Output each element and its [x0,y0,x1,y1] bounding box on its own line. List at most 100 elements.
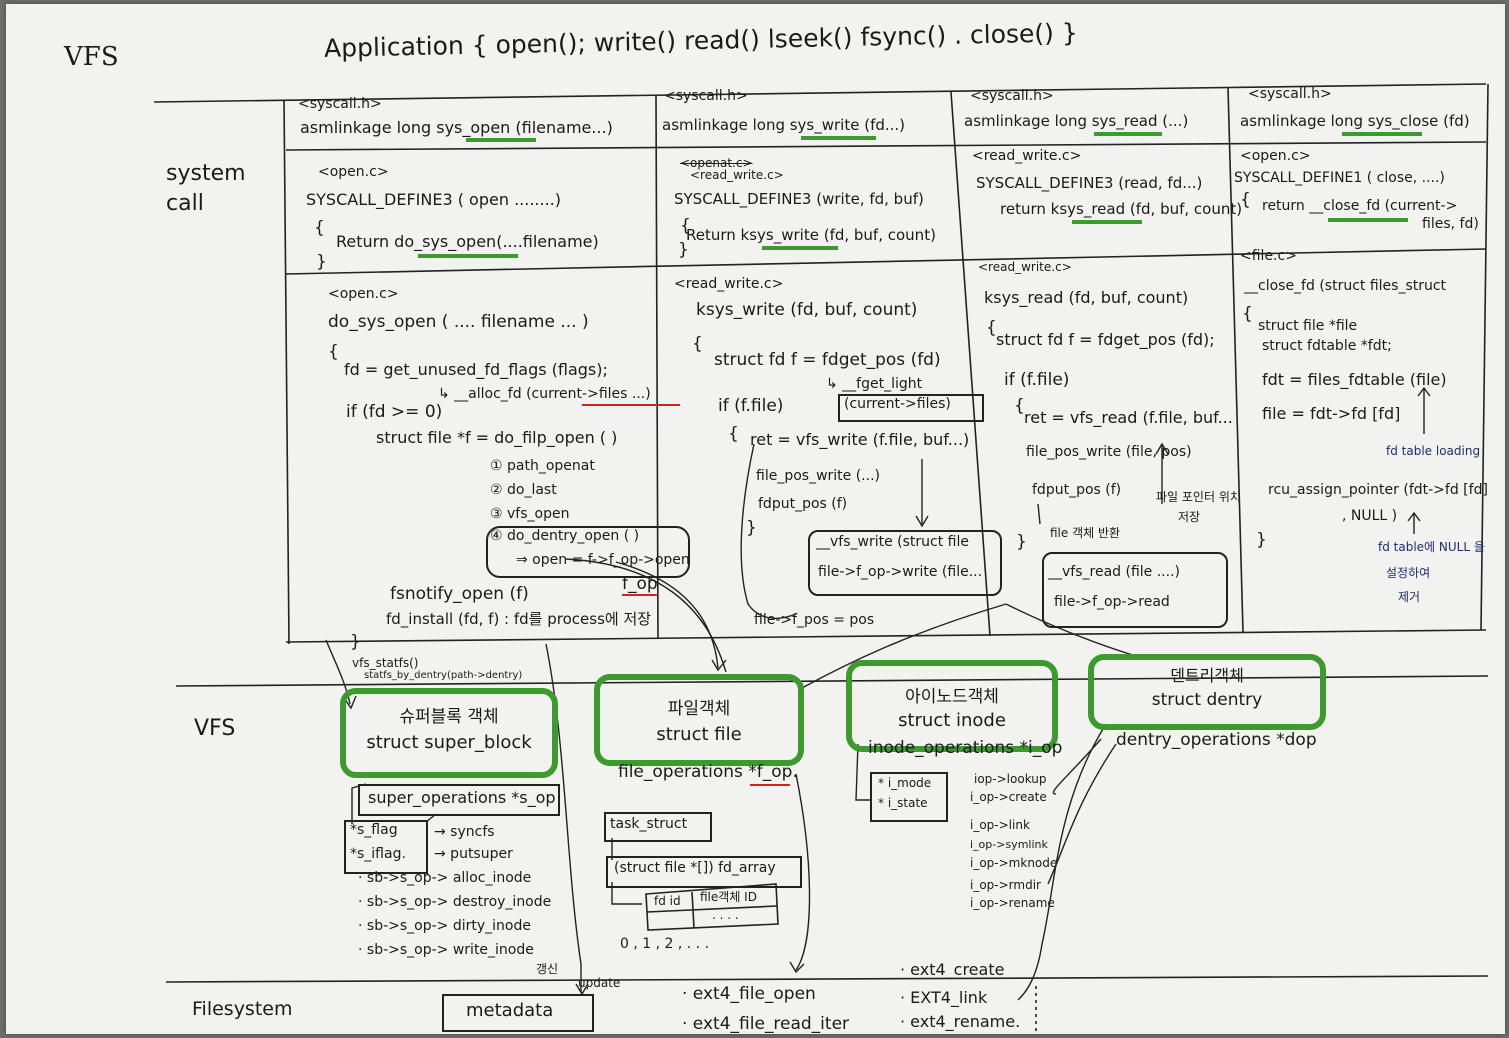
sb-alloc-inode: · sb->s_op-> alloc_inode [358,870,532,886]
task-struct: task_struct [610,816,688,832]
r2c2-l1: SYSCALL_DEFINE3 (write, fd, buf) [674,190,924,208]
r3c1-l7: fd_install (fd, f) : fd를 process에 저장 [386,610,652,628]
dentry-object: 덴트리객체 struct dentry [1088,654,1326,730]
iop-rename: i_op->rename [970,896,1055,910]
inode-object-kr: 아이노드객체 [905,687,999,707]
r3c2-l7: file_pos_write (...) [756,468,880,484]
r2c1-underline [418,254,518,258]
r3c4-l2: { [1242,304,1253,324]
r3c1-s5: ⇒ open = f->f_op->open [516,552,690,568]
ext4-rename: · ext4_rename. [900,1012,1021,1031]
s-flag: *s_flag [350,822,398,838]
r3c2-current-files-box [838,394,984,422]
r3c1-l3b: ↳ __alloc_fd (current->files ...) [438,386,651,402]
fd-index: 0 , 1 , 2 , . . . [620,936,710,952]
r3c4-l7: rcu_assign_pointer (fdt->fd [fd] [1268,482,1488,498]
r2c2-underline [762,246,838,250]
fd-array-box [606,856,802,888]
r3c2-l3b: ↳ __fget_light [826,376,923,392]
r1c2-underline [801,136,876,140]
r3c1-l10: statfs_by_dentry(path->dentry) [364,670,523,681]
vfs-page-title: VFS [64,42,119,72]
metadata: metadata [466,1000,554,1021]
r3c1-open-box [486,526,690,578]
r3c1-l5: struct file *f = do_filp_open ( ) [376,428,618,447]
syncfs: → syncfs [434,824,495,840]
s-iflag: *s_iflag. [350,846,406,862]
r2c3-l1: SYSCALL_DEFINE3 (read, fd...) [976,174,1203,192]
super-op: super_operations *s_op [368,788,556,807]
r3c2-l6: ret = vfs_write (f.file, buf...) [750,430,970,449]
iop-create: i_op->create [970,790,1047,804]
r2c2-l3: Return ksys_write (fd, buf, count) [686,226,936,244]
r3c3-box2: file->f_op->read [1054,594,1170,610]
r2c4-l3: return __close_fd (current-> [1262,198,1458,214]
diagram-lines [153,83,1489,1032]
r3c2-l1: ksys_write (fd, buf, count) [696,300,918,320]
file-object-kr: 파일객체 [667,699,731,719]
r1c4-code: asmlinkage long sys_close (fd) [1240,112,1470,130]
r2c3-l3: return ksys_read (fd, buf, count) [1000,200,1243,218]
r1c2-code: asmlinkage long sys_write (fd...) [662,116,906,134]
fd-col: fd id [654,894,681,908]
r3c4-note2b: 설정하여 [1386,566,1431,580]
update-label: update [578,976,621,990]
superblock-object: 슈퍼블록 객체 struct super_block [340,688,558,778]
r3c4-note2c: 제거 [1398,590,1421,604]
r2c4-underline [1328,218,1408,222]
task-struct-box [604,812,712,842]
r1c4-file: <syscall.h> [1248,86,1332,102]
iop-rmdir: i_op->rmdir [970,878,1041,892]
r2c4-file: <open.c> [1240,148,1311,164]
r3c2-file: <read_write.c> [674,276,784,292]
r1c1-code: asmlinkage long sys_open (filename...) [300,118,613,137]
row-label-vfs: VFS [194,716,236,741]
mark-text: 갱신 [536,962,559,976]
r3c1-l4: if (fd >= 0) [346,402,443,422]
r1c3-code: asmlinkage long sys_read (...) [964,112,1189,130]
r3c1-s4: ④ do_dentry_open ( ) [490,528,640,544]
fd-dots: . . . . [712,908,739,922]
putsuper: → putsuper [434,846,513,862]
sb-write-inode: · sb->s_op-> write_inode [358,942,534,958]
r3c2-l5: { [728,424,739,444]
r3c3-l2: { [986,318,997,338]
r3c3-l9: } [1016,532,1027,552]
r3c3-l3: struct fd f = fdget_pos (fd); [996,330,1215,349]
inode-object-en: struct inode [898,710,1006,731]
r3c4-l7b: , NULL ) [1342,508,1398,524]
superblock-en: struct super_block [366,732,532,753]
r3c3-l1: ksys_read (fd, buf, count) [984,288,1189,307]
r1c2-file: <syscall.h> [664,88,748,104]
r2c1-l1: SYSCALL_DEFINE3 ( open ........) [306,190,561,209]
r3c4-l6: file = fdt->fd [fd] [1262,404,1401,423]
r3c3-l8: fdput_pos (f) [1032,482,1122,498]
r2c1-l2: { [314,218,325,238]
file-op-red-underline [750,784,790,786]
ext4-file-read-iter: · ext4_file_read_iter [682,1014,850,1034]
r3c2-l10: file->f_pos = pos [754,612,875,628]
iop-mknode: i_op->mknode [970,856,1058,870]
r3c3-box1: __vfs_read (file ....) [1048,564,1180,580]
r3c3-note1b: 저장 [1178,510,1201,524]
r3c1-fop-text: f_op [622,574,658,596]
s-flag-box [344,820,428,874]
paper-sheet: VFS Application { open(); write() read()… [6,4,1505,1034]
sb-dirty-inode: · sb->s_op-> dirty_inode [358,918,531,934]
r2c1-file: <open.c> [318,164,389,180]
r1c3-file: <syscall.h> [970,88,1054,104]
inode-op: inode_operations *i_op [868,738,1063,758]
r1c1-underline [466,138,536,142]
r3c2-box1: __vfs_write (struct file [816,534,969,550]
r3c3-note2: file 객체 반환 [1050,526,1121,540]
r3c2-l3: struct fd f = fdget_pos (fd) [714,350,941,370]
r3c1-l8: } [350,632,361,652]
r3c3-vfs-read-box [1042,552,1228,628]
iop-symlink: i_op->symlink [970,838,1048,851]
r3c4-note2: fd table에 NULL 을 [1378,540,1485,554]
r2c2-l2: { [680,216,691,236]
r2c3-file: <read_write.c> [972,148,1082,164]
r2c2-file: <read_write.c> [690,168,784,182]
r3c1-l2: { [328,342,339,362]
superblock-kr: 슈퍼블록 객체 [399,707,499,727]
